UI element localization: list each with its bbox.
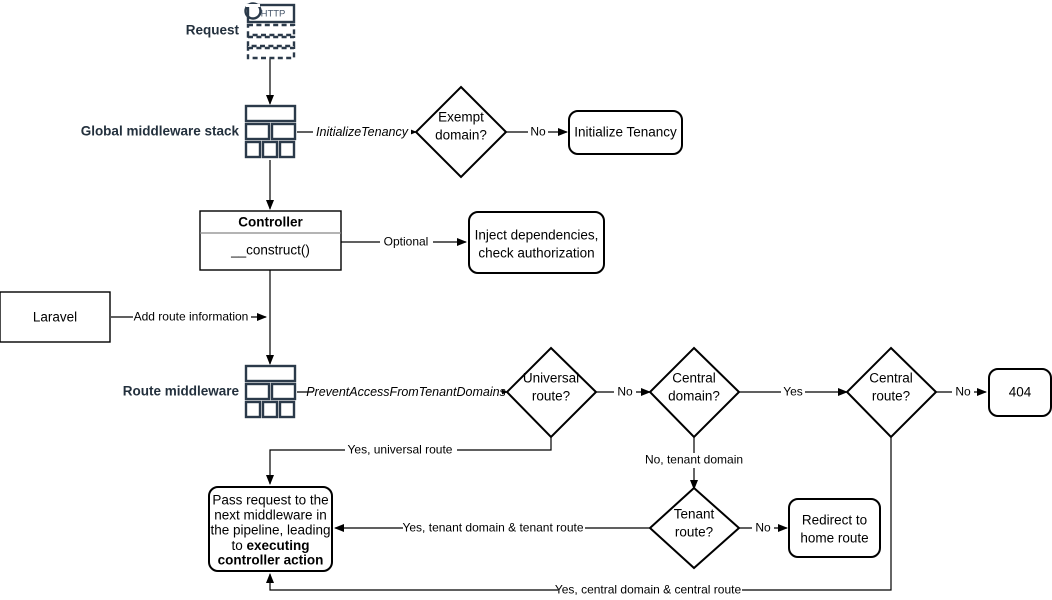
side-labels-layer: Request Global middleware stack Route mi… — [81, 23, 240, 399]
node-controller-method: __construct() — [230, 243, 310, 258]
decision-central-domain[interactable]: Central domain? — [648, 346, 741, 439]
decision-exempt-domain-line1: Exempt — [438, 110, 484, 125]
node-redirect-line1: Redirect to — [802, 513, 867, 528]
decision-universal-route-line1: Universal — [523, 371, 579, 386]
node-initialize-tenancy[interactable]: Initialize Tenancy — [568, 110, 683, 155]
edge-label-tenant-route-no: No — [755, 521, 771, 535]
decision-universal-route[interactable]: Universal route? — [505, 346, 598, 439]
decision-exempt-domain[interactable]: Exempt domain? — [414, 85, 508, 179]
edge-label-initialize-tenancy: InitializeTenancy — [316, 125, 409, 139]
node-laravel-label: Laravel — [33, 310, 77, 325]
node-controller[interactable]: Controller __construct() — [199, 210, 342, 271]
node-initialize-tenancy-label: Initialize Tenancy — [574, 125, 677, 140]
edge-label-prevent-access: PreventAccessFromTenantDomains — [306, 385, 506, 399]
node-404[interactable]: 404 — [988, 368, 1052, 417]
node-pass-request[interactable]: Pass request to the next middleware in t… — [208, 486, 333, 572]
middleware-stack-icon-global — [244, 104, 297, 159]
node-inject-dependencies[interactable]: Inject dependencies, check authorization — [468, 211, 605, 274]
node-controller-header: Controller — [238, 215, 303, 230]
node-pass-request-bold1: executing — [246, 538, 309, 553]
edge-label-optional: Optional — [384, 235, 429, 249]
decision-exempt-domain-line2: domain? — [435, 128, 487, 143]
node-404-label: 404 — [1009, 385, 1032, 400]
http-request-icon: HTTP — [244, 2, 296, 60]
decision-central-route-line2: route? — [872, 389, 910, 404]
node-inject-dependencies-line1: Inject dependencies, — [475, 228, 599, 243]
decision-tenant-route-line2: route? — [675, 525, 713, 540]
node-pass-request-line1: Pass request to the — [212, 493, 328, 508]
node-redirect-line2: home route — [800, 531, 868, 546]
node-laravel[interactable]: Laravel — [0, 291, 111, 343]
edge-label-central-domain-yes: Yes — [783, 385, 803, 399]
decision-tenant-route[interactable]: Tenant route? — [648, 486, 741, 570]
node-pass-request-bold2: controller action — [218, 553, 324, 568]
label-global-middleware-stack: Global middleware stack — [81, 124, 240, 139]
node-redirect-home-route[interactable]: Redirect to home route — [788, 498, 881, 558]
edge-label-yes-universal-route: Yes, universal route — [348, 443, 453, 457]
edge-label-universal-no: No — [617, 385, 633, 399]
decision-central-domain-line2: domain? — [668, 389, 720, 404]
node-pass-request-line2: next middleware in — [214, 508, 327, 523]
edge-label-central-route-no: No — [955, 385, 971, 399]
middleware-stack-icon-route — [244, 364, 297, 419]
decision-central-route-line1: Central — [869, 371, 913, 386]
edge-label-yes-central-domain-central-route: Yes, central domain & central route — [555, 583, 742, 597]
node-pass-request-line4: to executing — [231, 538, 309, 553]
decision-central-domain-line1: Central — [672, 371, 716, 386]
label-request: Request — [186, 23, 240, 38]
http-label: HTTP — [261, 9, 286, 20]
decision-central-route[interactable]: Central route? — [845, 346, 938, 439]
edge-labels-layer: InitializeTenancy No Optional Add route … — [133, 125, 974, 597]
node-pass-request-line3: the pipeline, leading — [210, 523, 330, 538]
node-inject-dependencies-line2: check authorization — [478, 246, 594, 261]
edge-label-exempt-no: No — [530, 125, 546, 139]
edge-label-add-route-information: Add route information — [134, 310, 249, 324]
decision-tenant-route-line1: Tenant — [674, 507, 715, 522]
edge-label-yes-tenant-domain-tenant-route: Yes, tenant domain & tenant route — [402, 521, 583, 535]
decision-universal-route-line2: route? — [532, 389, 570, 404]
edge-label-no-tenant-domain: No, tenant domain — [645, 453, 743, 467]
node-pass-request-line4-plain: to — [231, 538, 246, 553]
label-route-middleware: Route middleware — [123, 384, 240, 399]
